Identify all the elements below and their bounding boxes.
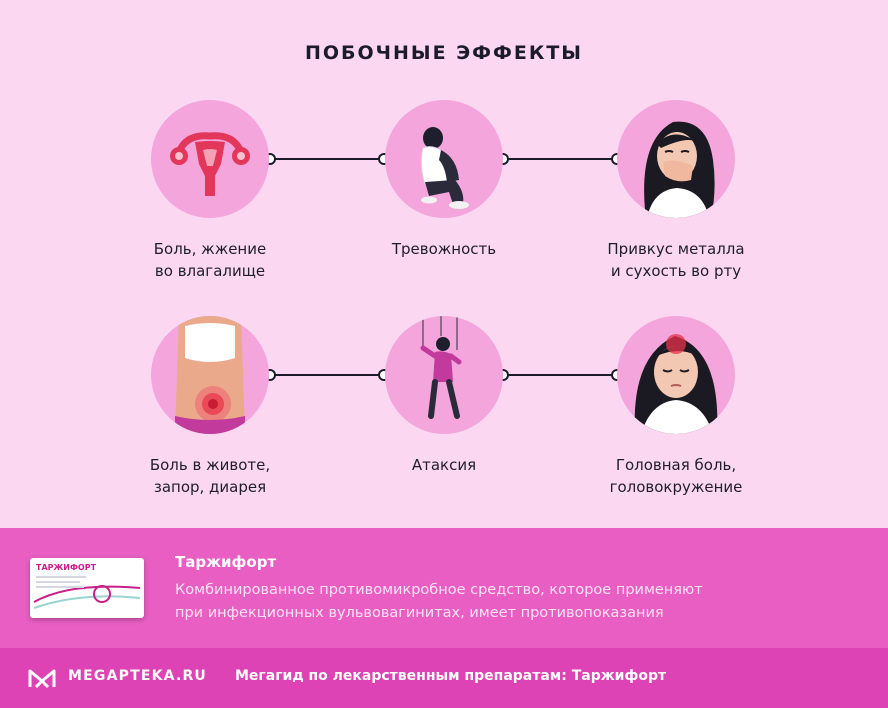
effect-circle-headache: [617, 316, 735, 434]
effect-circle-metal-taste: [617, 100, 735, 218]
effect-circle-vaginal-pain: [151, 100, 269, 218]
product-box-label: ТАРЖИФОРТ: [36, 563, 97, 572]
product-description: Комбинированное противомикробное средств…: [175, 579, 855, 625]
megapteka-logo-icon[interactable]: [28, 667, 56, 689]
effect-label: Атаксия: [344, 454, 544, 476]
effect-label-line: Атаксия: [411, 456, 477, 474]
effect-label-line: Боль в животе,: [149, 456, 271, 474]
page-title: ПОБОЧНЫЕ ЭФФЕКТЫ: [304, 42, 583, 64]
footer-band: [0, 648, 888, 708]
effect-label-line: Привкус металла: [607, 240, 745, 258]
effect-label: Привкус металла и сухость во рту: [576, 238, 776, 282]
puppet-person-icon: [420, 316, 462, 419]
effect-label-line: Боль, жжение: [153, 240, 267, 258]
product-band: [0, 528, 888, 648]
effect-label-line: Головная боль,: [615, 456, 737, 474]
product-description-line: Комбинированное противомикробное средств…: [175, 582, 703, 598]
effect-label: Боль, жжение во влагалище: [110, 238, 310, 282]
woman-covering-mouth-icon: [644, 121, 715, 218]
product-box-image: ТАРЖИФОРТ: [30, 558, 144, 618]
effect-label-line: головокружение: [609, 478, 743, 496]
headache-woman-icon: [634, 334, 718, 434]
effect-label-line: и сухость во рту: [610, 262, 742, 280]
product-box-graphic-icon: [33, 576, 141, 609]
effect-label: Тревожность: [344, 238, 544, 260]
anxious-person-icon: [420, 127, 469, 209]
effect-label-line: запор, диарея: [153, 478, 267, 496]
product-description-line: при инфекционных вульвовагинитах, имеет …: [175, 605, 664, 621]
product-name: Таржифорт: [175, 553, 277, 571]
effect-circle-abdominal-pain: [151, 316, 269, 434]
logo-text[interactable]: MEGAPTEKA.RU: [68, 668, 208, 684]
abdominal-pain-icon: [175, 316, 245, 434]
effect-circle-ataxia: [385, 316, 503, 434]
footer-caption: Мегагид по лекарственным препаратам: Тар…: [235, 668, 667, 684]
effect-label: Боль в животе, запор, диарея: [110, 454, 310, 498]
effect-label: Головная боль, головокружение: [576, 454, 776, 498]
effect-label-line: Тревожность: [391, 240, 497, 258]
effect-label-line: во влагалище: [154, 262, 266, 280]
uterus-icon: [170, 132, 250, 196]
effect-circle-anxiety: [385, 100, 503, 218]
